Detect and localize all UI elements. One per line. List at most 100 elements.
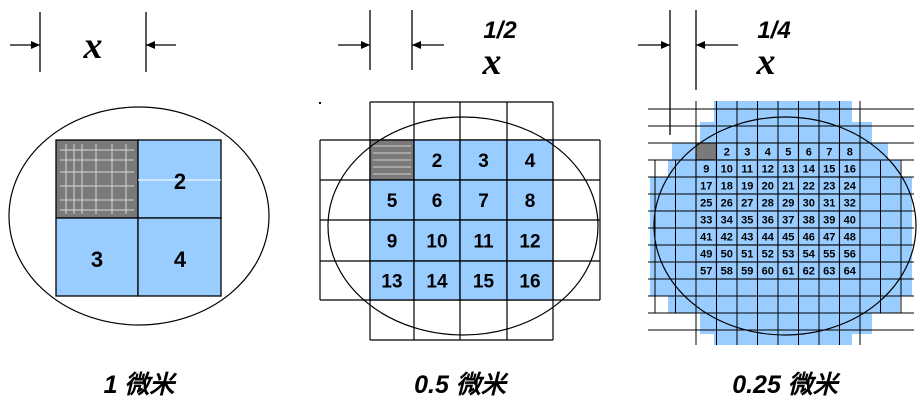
die-label: 36 [762,215,774,227]
wafer-outline-1 [8,106,270,326]
die-cell [506,260,554,301]
die-label: 24 [844,181,857,193]
die-label: 40 [844,215,856,227]
die-cell [55,217,139,297]
die-label: 49 [700,249,712,261]
die-cell [137,139,222,219]
die-label: 6 [806,147,812,159]
die-label: 41 [700,232,712,244]
die-label: 11 [473,232,494,253]
die-label: 57 [700,266,712,278]
die-label: 31 [823,198,835,210]
die-label: 27 [741,198,753,210]
die-label: 42 [721,232,733,244]
die-label: 45 [782,232,794,244]
die-label: 2 [174,169,186,194]
die-label: 63 [823,266,835,278]
die-label: 12 [519,232,540,253]
die-label: 52 [762,249,774,261]
sample-chip-die [55,139,139,219]
die-label: 5 [785,147,791,159]
die-label: 30 [803,198,815,210]
die-label: 2 [724,147,730,159]
die-label: 10 [721,164,733,176]
chip-circuit-pattern [60,144,134,214]
die-label: 33 [700,215,712,227]
die-label: 26 [721,198,733,210]
die-label: 22 [803,181,815,193]
die-label: 35 [741,215,753,227]
scale-fraction-label-2: 1/2 [483,17,517,44]
die-label: 8 [847,147,853,159]
die-label: 4 [174,247,187,272]
die-cell [459,139,508,181]
die-label: 3 [744,147,750,159]
die-label: 16 [519,272,540,293]
die-label: 58 [721,266,733,278]
panel-1-micron: x 2 3 4 1 微米 [8,12,270,399]
die-label: 64 [844,266,857,278]
wafer-outline-2 [327,116,599,336]
die-label: 46 [803,232,815,244]
die-label: 53 [782,249,794,261]
die-label: 38 [803,215,815,227]
wafer-die-area [714,334,852,345]
die-label: 4 [525,151,536,172]
die-label: 19 [741,181,753,193]
die-label: 43 [741,232,753,244]
die-label: 21 [782,181,794,193]
wafer-die-area [714,101,852,122]
die-label: 20 [762,181,774,193]
die-label: 12 [762,164,774,176]
die-label: 55 [823,249,835,261]
die-label: 6 [432,191,443,212]
sample-chip-die [695,142,718,161]
die-label: 10 [426,232,447,253]
dimension-x-label-1: x [83,25,103,67]
dimension-x-label-2: x [482,41,502,83]
die-label: 59 [741,266,753,278]
die-label: 47 [823,232,835,244]
wafer-die-area [700,122,872,143]
die-label: 3 [91,247,103,272]
die-label: 28 [762,198,774,210]
dimension-marker-2 [338,10,444,70]
die-label: 16 [844,164,856,176]
scale-fraction-label-3: 1/4 [757,17,790,44]
die-label: 32 [844,198,856,210]
die-cell [369,219,415,262]
caption-0-5-micron: 0.5 微米 [414,371,509,399]
die-label: 29 [782,198,794,210]
caption-0-25-micron: 0.25 微米 [732,371,841,399]
die-label: 25 [700,198,712,210]
die-cell [506,179,554,221]
die-label: 56 [844,249,856,261]
die-label: 11 [741,164,753,176]
die-label: 44 [762,232,775,244]
die-cell [838,261,861,280]
die-label: 9 [387,232,398,253]
die-cell [413,179,461,221]
dimension-arrows-1 [31,41,155,49]
die-label: 51 [741,249,753,261]
die-label: 15 [473,272,495,293]
dimension-arrows-3 [661,41,705,49]
die-label: 34 [721,215,734,227]
die-label: 62 [803,266,815,278]
die-label: 13 [381,272,402,293]
die-label: 7 [826,147,832,159]
die-label: 4 [765,147,772,159]
die-label: 37 [782,215,794,227]
die-label: 18 [721,181,733,193]
die-label: 13 [782,164,794,176]
die-label: 50 [721,249,733,261]
die-label: 48 [844,232,856,244]
die-label: 9 [703,164,709,176]
die-cell [506,139,554,181]
die-label: 8 [525,191,536,212]
die-cell [459,179,508,221]
wafer-outline-3 [653,116,917,336]
die-label: 14 [803,164,816,176]
